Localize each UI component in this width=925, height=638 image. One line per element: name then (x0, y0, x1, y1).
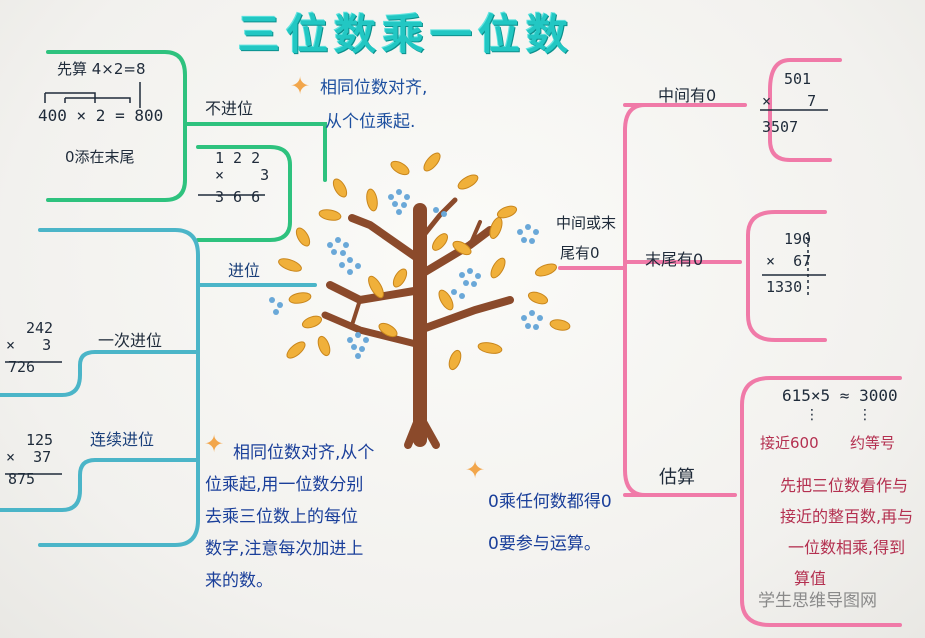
teal-branches (0, 228, 317, 547)
end-zero-calc: 190 × 67 1330 (766, 228, 811, 298)
tip-bottom: 相同位数对齐,从个位乘起,用一位数分别去乘三位数上的每位数字,注意每次加进上来的… (205, 437, 374, 597)
example-header: 先算 4×2=8 (57, 60, 146, 78)
teal-once-link (0, 350, 200, 397)
calc-top: 242 (26, 319, 54, 337)
green-box-outline (46, 50, 187, 202)
example-equation: 400 × 2 = 800 (38, 106, 164, 125)
calc-mult: × 67 (766, 252, 812, 270)
estimate-line: 接近的整百数,再与 (780, 507, 914, 526)
pink-box-end (746, 210, 827, 342)
tip-bottom-line: 去乘三位数上的每位 (205, 507, 358, 527)
calc-mult: × 3 (6, 336, 52, 355)
zero-append-note: 0添在末尾 (65, 148, 135, 166)
zero-note-line2: 0要参与运算。 (488, 534, 601, 554)
calc-result: 726 (8, 357, 36, 376)
example-connector-lines (44, 82, 265, 196)
tree-illustration (269, 152, 571, 449)
once-carry-label: 一次进位 (98, 331, 163, 350)
estimate-equation: 615×5 ≈ 3000 (782, 386, 898, 405)
calc-result: 3507 (762, 118, 799, 136)
sparkle-icon: ✦ (465, 456, 486, 484)
multi-carry-label: 连续进位 (90, 430, 155, 449)
once-carry-calc: 242× 3 726 (6, 319, 54, 376)
estimate-line: 一位数相乘,得到 (788, 538, 906, 557)
zero-note-line1: 0乘任何数都得0 (488, 492, 612, 512)
tree-leaves (278, 152, 571, 371)
calc-result: 3 6 6 (215, 187, 261, 206)
zero-branch-label-2: 尾有0 (560, 244, 600, 262)
pink-box-middle (768, 58, 842, 162)
calc-result: 1330 (766, 278, 803, 296)
calc-top: 125 (26, 431, 54, 449)
estimate-arrow-right: ⋮ (858, 407, 872, 423)
teal-outer-bracket (38, 228, 200, 547)
teal-multi-link (0, 458, 200, 512)
green-trunk-link (183, 122, 327, 182)
sparkle-icon: ✦ (290, 72, 311, 100)
estimate-label: 估算 (659, 467, 695, 488)
watermark-text: 学生思维导图网 (758, 591, 877, 611)
no-carry-calc: 1 2 2× 3 3 6 6 (215, 149, 270, 206)
sparkle-icon: ✦ (204, 430, 225, 458)
tip-bottom-line: 数字,注意每次加进上 (205, 539, 364, 559)
page-title: 三位数乘一位数 (238, 10, 575, 59)
tip-top-line2: 从个位乘起. (325, 112, 416, 132)
estimate-line: 先把三位数看作与 (780, 476, 909, 495)
calc-mult: × 37 (6, 448, 52, 467)
green-calc-bracket (196, 145, 292, 242)
tip-bottom-line: 位乘起,用一位数分别 (205, 475, 364, 495)
tip-bottom-line: 来的数。 (205, 571, 273, 591)
calc-lines-left (5, 361, 62, 475)
green-branches (46, 50, 327, 242)
calc-result: 875 (8, 469, 36, 488)
tip-bottom-line: 相同位数对齐,从个 (233, 443, 375, 463)
tip-top-line1: 相同位数对齐, (320, 78, 428, 98)
multi-carry-calc: 125× 37 875 (6, 431, 54, 488)
estimate-near-label: 接近600 (760, 434, 819, 452)
calc-top: 1 2 2 (215, 149, 261, 167)
estimate-line: 算值 (794, 569, 827, 588)
middle-zero-label: 中间有0 (658, 86, 717, 105)
tree-blossoms (269, 189, 543, 359)
no-carry-label: 不进位 (205, 99, 254, 118)
carry-label: 进位 (228, 261, 261, 280)
pink-box-estimate (740, 376, 902, 627)
calc-top: 501 (784, 70, 812, 88)
calc-mult: × 3 (215, 166, 270, 185)
calc-mult: × 7 (762, 92, 817, 110)
calc-top: 190 (784, 230, 812, 248)
estimate-approx-label: 约等号 (850, 434, 896, 452)
estimate-arrow-left: ⋮ (805, 407, 819, 423)
estimate-explanation: 先把三位数看作与接近的整百数,再与一位数相乘,得到算值 (780, 470, 913, 594)
pink-spine (623, 103, 647, 497)
calc-lines-right (760, 109, 828, 298)
pink-branches (558, 58, 902, 627)
zero-branch-label-1: 中间或末 (556, 214, 617, 232)
middle-zero-calc: 501 × 7 3507 (762, 68, 816, 138)
end-zero-label: 末尾有0 (645, 250, 704, 269)
tree-branches (321, 197, 514, 449)
